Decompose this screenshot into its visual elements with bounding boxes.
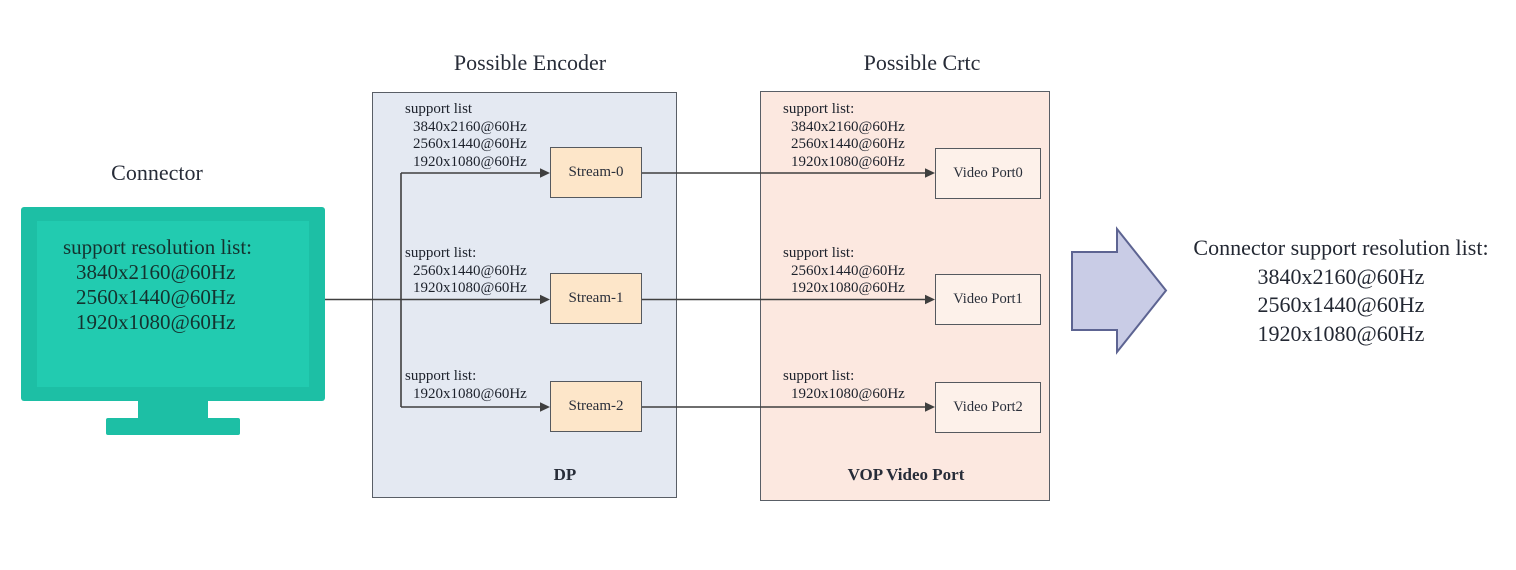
support-list-label: support list: xyxy=(783,368,855,384)
resolution-item: 1920x1080@60Hz xyxy=(791,385,905,402)
stream-2-box: Stream-2 xyxy=(550,381,642,432)
resolution-item: 3840x2160@60Hz xyxy=(1257,263,1425,289)
vport2-support-list: support list: 1920x1080@60Hz xyxy=(783,368,905,403)
support-list-label: support list: xyxy=(405,245,477,261)
video-port0-label: Video Port0 xyxy=(953,165,1023,181)
stream-0-label: Stream-0 xyxy=(568,164,624,180)
resolution-item: 1920x1080@60Hz xyxy=(413,385,527,402)
resolution-item: 1920x1080@60Hz xyxy=(76,310,236,334)
support-list-label: support list: xyxy=(783,101,855,117)
stream0-support-list: support list 3840x2160@60Hz 2560x1440@60… xyxy=(405,101,527,171)
stream-1-box: Stream-1 xyxy=(550,273,642,324)
resolution-item: 3840x2160@60Hz xyxy=(791,118,905,135)
video-port1-box: Video Port1 xyxy=(935,274,1041,325)
video-port2-box: Video Port2 xyxy=(935,382,1041,433)
stream-2-label: Stream-2 xyxy=(568,398,624,414)
encoder-group-label: DP xyxy=(553,465,577,484)
resolution-item: 3840x2160@60Hz xyxy=(76,260,236,284)
resolution-item: 1920x1080@60Hz xyxy=(791,153,905,170)
resolution-item: 1920x1080@60Hz xyxy=(413,280,527,296)
stream-0-box: Stream-0 xyxy=(550,147,642,198)
vport0-support-list: support list: 3840x2160@60Hz 2560x1440@6… xyxy=(783,101,905,171)
monitor-stand-base xyxy=(106,418,240,435)
resolution-item: 2560x1440@60Hz xyxy=(791,262,905,279)
resolution-item: 2560x1440@60Hz xyxy=(791,136,905,152)
video-port2-label: Video Port2 xyxy=(953,399,1023,415)
resolution-item: 2560x1440@60Hz xyxy=(76,285,236,309)
stream-1-label: Stream-1 xyxy=(568,290,624,306)
support-list-label: support list xyxy=(405,101,473,117)
crtc-title: Possible Crtc xyxy=(863,50,981,75)
video-port1-label: Video Port1 xyxy=(953,291,1023,307)
resolution-item: 1920x1080@60Hz xyxy=(1257,320,1425,346)
resolution-item: 3840x2160@60Hz xyxy=(413,118,527,135)
crtc-group-label: VOP Video Port xyxy=(847,465,965,484)
connector-support-resolution-list: support resolution list: 3840x2160@60Hz … xyxy=(63,235,252,335)
connector-label: Connector xyxy=(111,160,203,185)
support-list-label: support list: xyxy=(783,245,855,261)
vport1-support-list: support list: 2560x1440@60Hz 1920x1080@6… xyxy=(783,245,905,298)
resolution-item: 2560x1440@60Hz xyxy=(413,136,527,152)
encoder-title: Possible Encoder xyxy=(453,50,607,75)
result-support-resolution-list: Connector support resolution list: 3840x… xyxy=(1176,234,1506,348)
stream2-support-list: support list: 1920x1080@60Hz xyxy=(405,368,527,403)
resolution-item: 2560x1440@60Hz xyxy=(413,262,527,279)
resolution-item: 1920x1080@60Hz xyxy=(791,280,905,296)
resolution-item: 2560x1440@60Hz xyxy=(1257,292,1425,317)
support-list-label: support list: xyxy=(405,368,477,384)
result-heading: Connector support resolution list: xyxy=(1193,235,1489,260)
video-port0-box: Video Port0 xyxy=(935,148,1041,199)
stream1-support-list: support list: 2560x1440@60Hz 1920x1080@6… xyxy=(405,245,527,298)
support-list-heading: support resolution list: xyxy=(63,235,252,259)
monitor-screen xyxy=(37,221,309,387)
block-arrow-right-icon xyxy=(1071,226,1168,355)
resolution-item: 1920x1080@60Hz xyxy=(413,153,527,170)
monitor-stand-neck xyxy=(138,400,208,418)
